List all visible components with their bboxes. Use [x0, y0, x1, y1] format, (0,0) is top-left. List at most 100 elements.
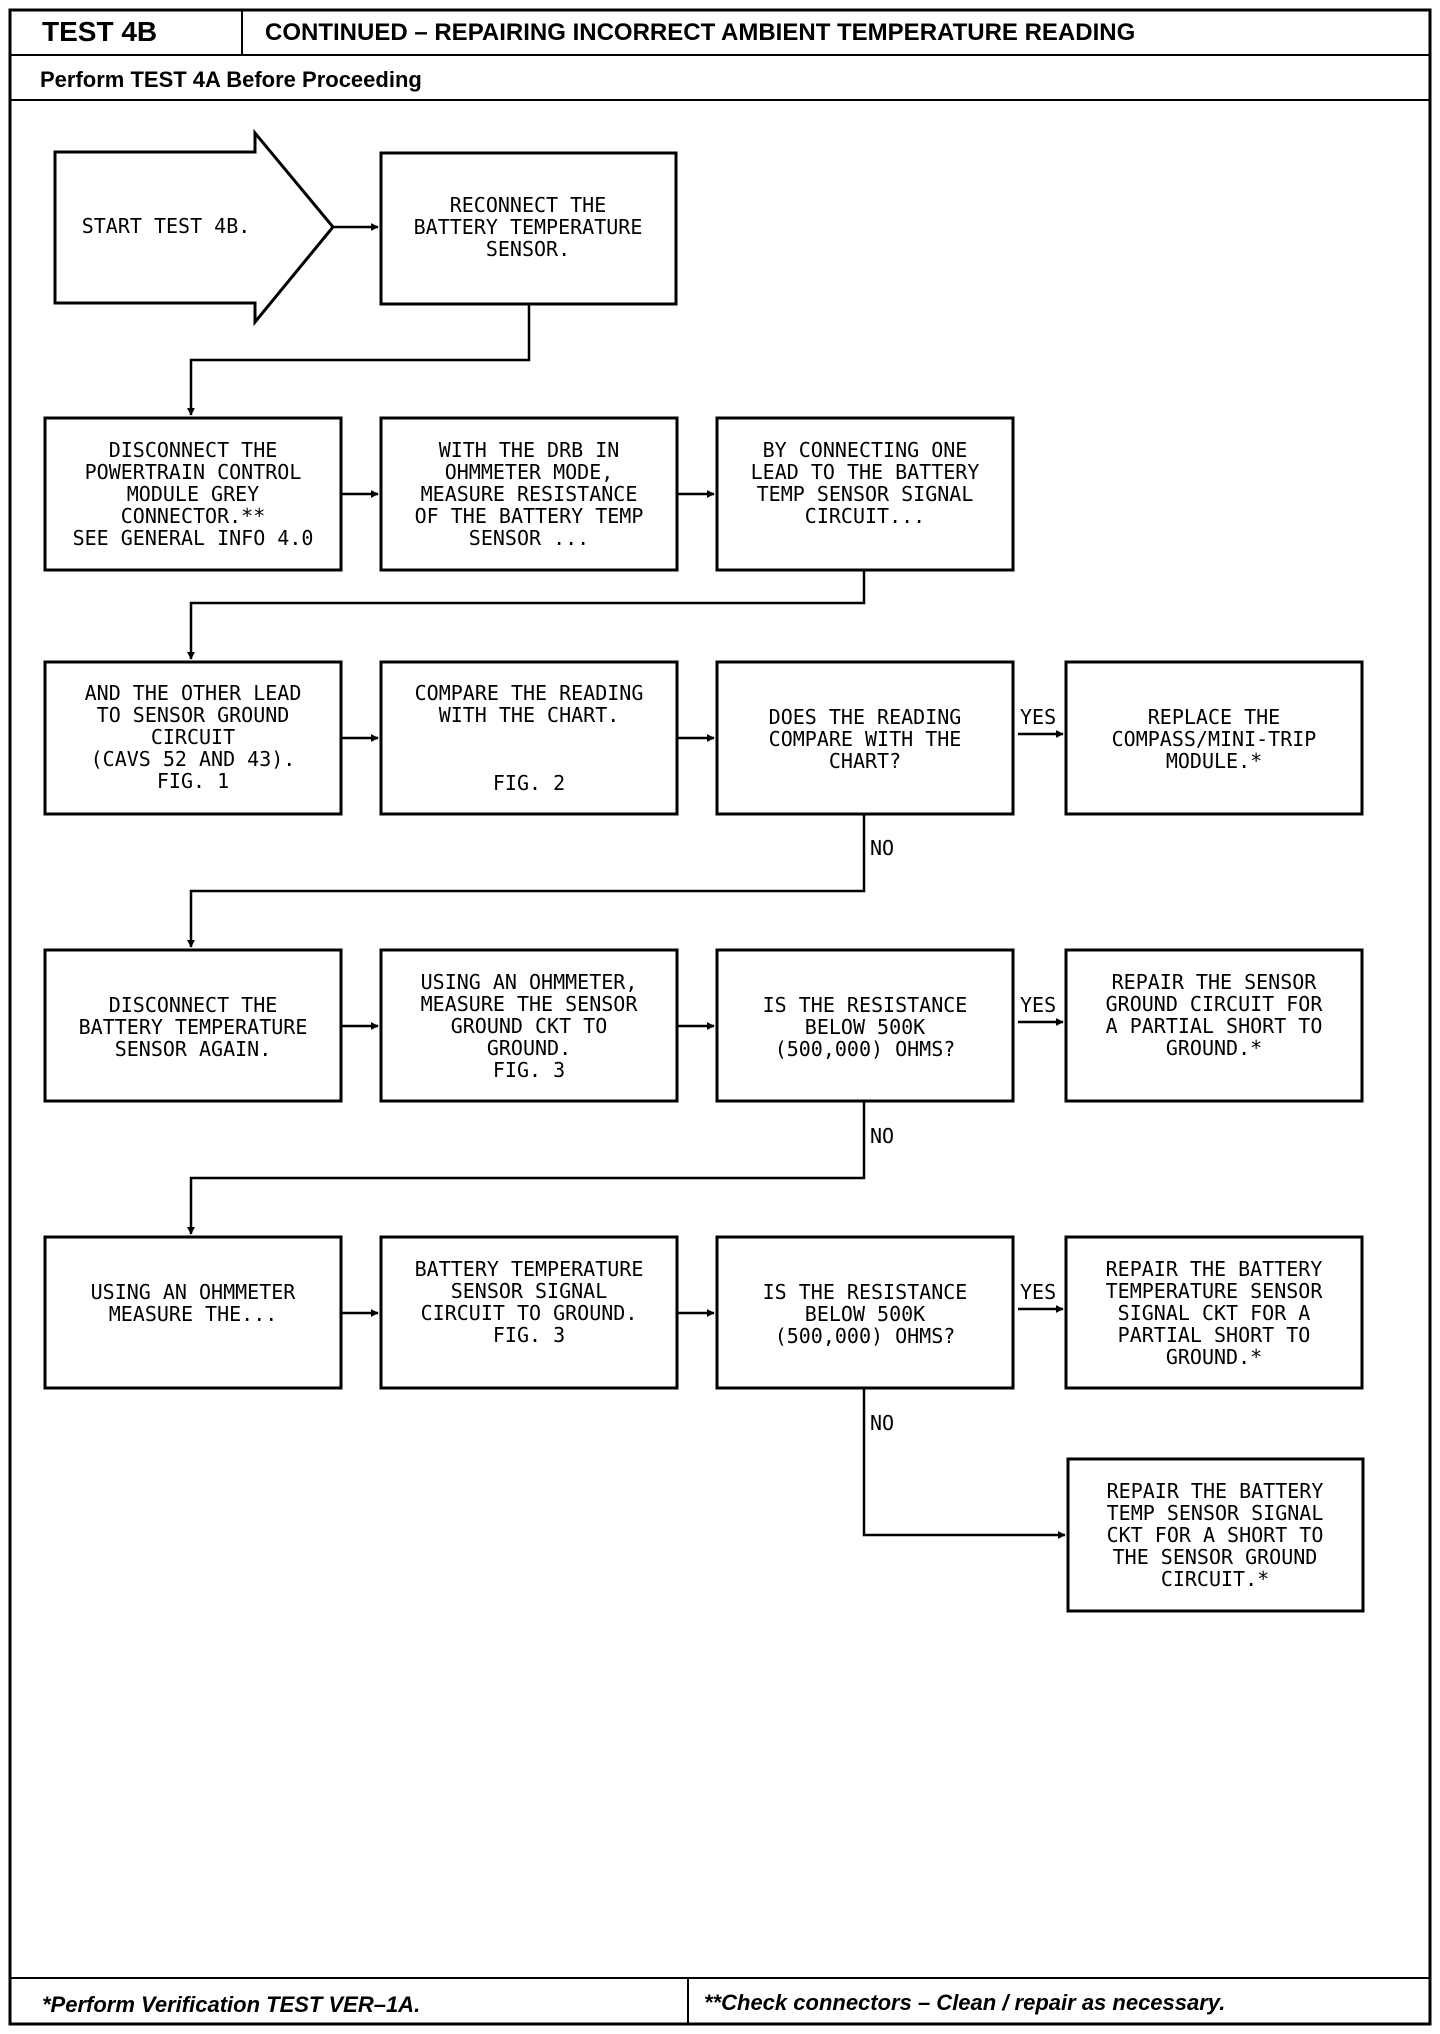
text-line: TEMP SENSOR SIGNAL — [757, 482, 974, 506]
start-label: START TEST 4B. — [82, 214, 251, 238]
text-line: FIG. 3 — [493, 1058, 565, 1082]
connector-no-to-row5 — [187, 1101, 866, 1235]
text-line: OHMMETER MODE, — [445, 460, 614, 484]
text-line: CIRCUIT — [151, 725, 235, 749]
box-signal-circuit-ground — [379, 1235, 679, 1390]
text-line: BY CONNECTING ONE — [763, 438, 968, 462]
box-reconnect-sensor — [379, 151, 678, 306]
box-compare-chart — [379, 660, 679, 816]
test-id: TEST 4B — [42, 16, 157, 47]
text-line: BATTERY TEMPERATURE — [415, 1257, 644, 1281]
text-line: DISCONNECT THE — [109, 993, 278, 1017]
label-no: NO — [870, 1411, 894, 1435]
page-frame — [8, 8, 1432, 2026]
footer-note-verification: *Perform Verification TEST VER–1A. — [42, 1992, 420, 2017]
label-yes: YES — [1020, 1280, 1056, 1304]
text-line: TO SENSOR GROUND — [97, 703, 290, 727]
box-using-ohmmeter — [43, 1235, 343, 1390]
compare-chart-fig: FIG. 2 — [493, 771, 565, 795]
box-measure-ground-ckt — [379, 948, 679, 1103]
text-line: LEAD TO THE BATTERY — [751, 460, 980, 484]
label-no: NO — [870, 1124, 894, 1148]
text-line: BELOW 500K — [805, 1015, 925, 1039]
text-line: GROUND CIRCUIT FOR — [1106, 992, 1324, 1016]
text-line: MEASURE RESISTANCE — [421, 482, 638, 506]
box-repair-signal-partial — [1064, 1235, 1364, 1390]
box-drb-ohmmeter — [379, 416, 679, 572]
text-line: REPAIR THE BATTERY — [1107, 1479, 1324, 1503]
text-line: FIG. 3 — [493, 1323, 565, 1347]
text-line: IS THE RESISTANCE — [763, 993, 968, 1017]
text-line: GROUND.* — [1166, 1036, 1262, 1060]
text-line: SENSOR. — [486, 237, 570, 261]
box-replace-module — [1064, 660, 1364, 816]
text-line: MODULE GREY — [127, 482, 259, 506]
connector-no-to-row4 — [187, 814, 866, 948]
text-line: BATTERY TEMPERATURE — [79, 1015, 308, 1039]
connector-reconnect-to-disconnect — [187, 304, 531, 416]
text-line: BELOW 500K — [805, 1302, 925, 1326]
footer-note-connectors: **Check connectors – Clean / repair as n… — [704, 1990, 1225, 2015]
label-no: NO — [870, 836, 894, 860]
text-line: REPLACE THE — [1148, 705, 1280, 729]
text-line: WITH THE CHART. — [439, 703, 620, 727]
text-line: REPAIR THE SENSOR — [1112, 970, 1318, 994]
start-arrow-shape — [53, 128, 335, 327]
text-line: GROUND.* — [1166, 1345, 1262, 1369]
text-line: USING AN OHMMETER — [91, 1280, 297, 1304]
text-line: GROUND CKT TO — [451, 1014, 608, 1038]
text-line: THE SENSOR GROUND — [1113, 1545, 1318, 1569]
text-line: MEASURE THE SENSOR — [421, 992, 639, 1016]
text-line: OF THE BATTERY TEMP — [415, 504, 644, 528]
text-line: TEMPERATURE SENSOR — [1106, 1279, 1324, 1303]
text-line: BATTERY TEMPERATURE — [414, 215, 643, 239]
text-line: POWERTRAIN CONTROL — [85, 460, 302, 484]
text-line: COMPARE WITH THE — [769, 727, 962, 751]
text-line: SEE GENERAL INFO 4.0 — [73, 526, 314, 550]
box-repair-signal-short — [1066, 1457, 1365, 1613]
text-line: AND THE OTHER LEAD — [85, 681, 302, 705]
text-line: A PARTIAL SHORT TO — [1106, 1014, 1323, 1038]
connector-row2-to-row3 — [187, 570, 866, 660]
text-line: SENSOR SIGNAL — [451, 1279, 608, 1303]
text-line: WITH THE DRB IN — [439, 438, 620, 462]
text-line: CIRCUIT TO GROUND. — [421, 1301, 638, 1325]
text-line: (CAVS 52 AND 43). — [91, 747, 296, 771]
decision-resistance-signal — [715, 1235, 1015, 1390]
text-line: SENSOR ... — [469, 526, 589, 550]
box-repair-ground-circuit — [1064, 948, 1364, 1103]
text-line: CHART? — [829, 749, 901, 773]
text-line: PARTIAL SHORT TO — [1118, 1323, 1311, 1347]
box-disconnect-pcm — [43, 416, 343, 572]
text-line: RECONNECT THE — [450, 193, 607, 217]
page-subtitle: Perform TEST 4A Before Proceeding — [40, 67, 422, 92]
text-line: CKT FOR A SHORT TO — [1107, 1523, 1324, 1547]
connector-no-repair-short — [862, 1388, 1066, 1539]
text-line: CIRCUIT.* — [1161, 1567, 1269, 1591]
text-line: COMPARE THE READING — [415, 681, 644, 705]
text-line: (500,000) OHMS? — [775, 1324, 956, 1348]
text-line: DISCONNECT THE — [109, 438, 278, 462]
text-line: DOES THE READING — [769, 705, 962, 729]
label-yes: YES — [1020, 993, 1056, 1017]
text-line: TEMP SENSOR SIGNAL — [1107, 1501, 1324, 1525]
text-line: SIGNAL CKT FOR A — [1118, 1301, 1311, 1325]
text-line: (500,000) OHMS? — [775, 1037, 956, 1061]
text-line: FIG. 1 — [157, 769, 229, 793]
